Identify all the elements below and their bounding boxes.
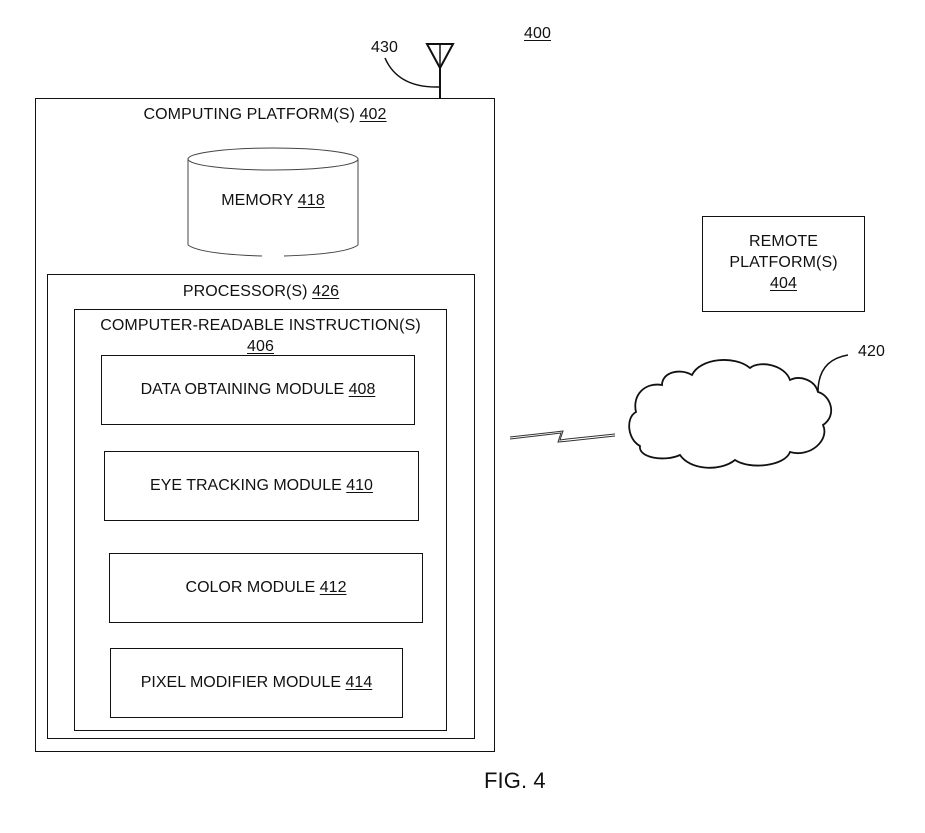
instructions-box (74, 309, 447, 731)
network-leader-line (817, 354, 849, 393)
module-ref: 412 (319, 579, 347, 596)
processor-label: PROCESSOR(S) 426 (47, 283, 475, 301)
figure-ref-number: 400 (524, 25, 551, 42)
computing-platform-box (35, 98, 495, 752)
antenna-ref-number: 430 (371, 39, 398, 56)
computing-platform-label: COMPUTING PLATFORM(S) 402 (35, 106, 495, 124)
memory-ref: 418 (297, 192, 325, 209)
processor-box (47, 274, 475, 739)
memory-title: MEMORY (221, 192, 294, 209)
module-ref: 408 (348, 381, 376, 398)
memory-cylinder-icon (187, 147, 359, 257)
computing-platform-ref: 402 (359, 106, 387, 123)
processor-title: PROCESSOR(S) (182, 283, 308, 300)
instructions-ref: 406 (247, 338, 274, 355)
remote-platform-line2: PLATFORM(S) (729, 254, 838, 271)
network-cloud-icon (628, 359, 833, 469)
pixel-modifier-module-box: PIXEL MODIFIER MODULE 414 (110, 648, 403, 718)
antenna-icon (425, 43, 455, 99)
module-ref: 410 (346, 477, 373, 494)
color-module-box: COLOR MODULE 412 (109, 553, 423, 623)
remote-platform-line1: REMOTE (748, 233, 819, 250)
instructions-title: COMPUTER-READABLE INSTRUCTION(S) (100, 317, 421, 334)
processor-ref: 426 (312, 283, 340, 300)
memory-label: MEMORY 418 (188, 192, 358, 210)
module-title: PIXEL MODIFIER MODULE (140, 674, 342, 691)
figure-caption: FIG. 4 (484, 768, 546, 793)
antenna-leader-line (384, 57, 440, 88)
remote-platform-box (702, 216, 865, 312)
wireless-link-icon (509, 430, 616, 443)
eye-tracking-module-box: EYE TRACKING MODULE 410 (104, 451, 419, 521)
module-title: DATA OBTAINING MODULE (140, 381, 345, 398)
module-ref: 414 (345, 674, 373, 691)
data-obtaining-module-box: DATA OBTAINING MODULE 408 (101, 355, 415, 425)
remote-platform-ref: 404 (770, 275, 797, 292)
computing-platform-title: COMPUTING PLATFORM(S) (143, 106, 356, 123)
module-title: EYE TRACKING MODULE (150, 477, 342, 494)
module-title: COLOR MODULE (185, 579, 316, 596)
network-ref-number: 420 (858, 343, 885, 360)
